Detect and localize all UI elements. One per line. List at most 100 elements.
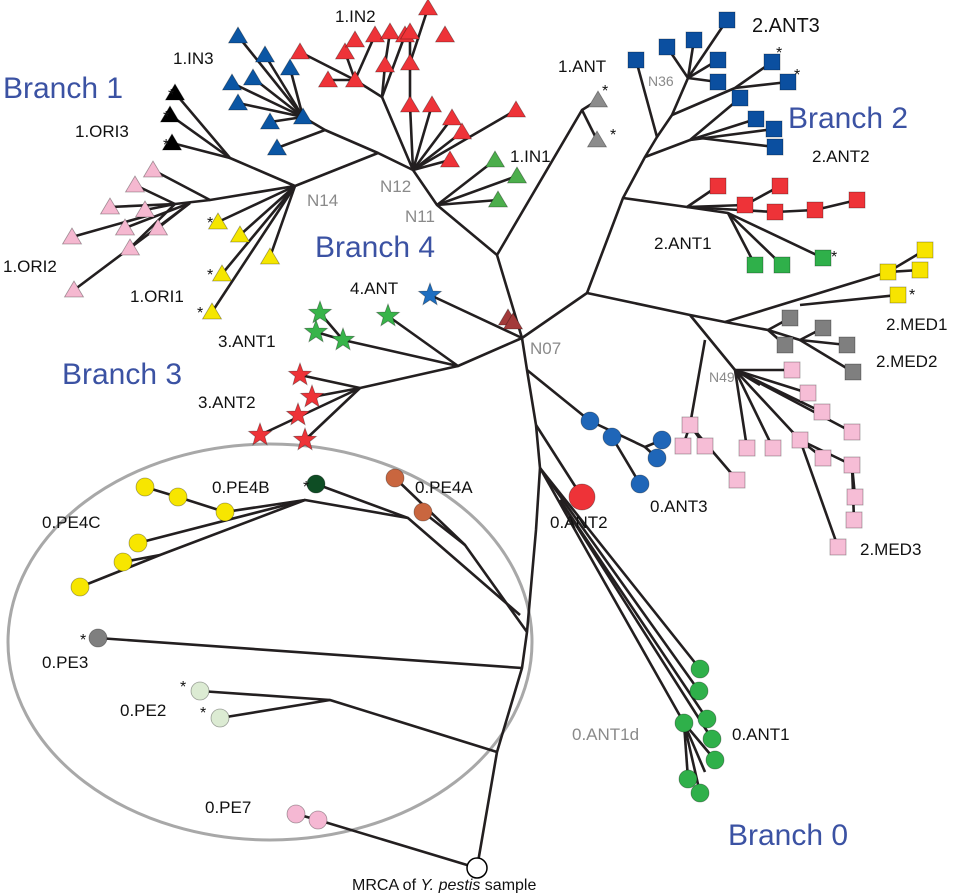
tree-edge: [171, 141, 231, 160]
tip-square-ant2_2: [736, 196, 754, 214]
tip-square-med2: [781, 309, 799, 327]
tree-edge: [412, 108, 517, 172]
tree-edge: [734, 80, 789, 90]
tip-triangle-in2: [399, 22, 421, 40]
tip-triangle-in3: [227, 26, 249, 44]
tip-triangle-in3: [259, 112, 281, 130]
tip-square-ant3_2: [763, 53, 781, 71]
label-0-pe4b: 0.PE4B: [212, 478, 270, 497]
tree-edge: [217, 184, 296, 224]
asterisk-mark: *: [794, 67, 800, 84]
tree-edge: [315, 482, 521, 616]
tree-edge: [699, 136, 776, 149]
label-0-ant1: 0.ANT1: [732, 725, 790, 744]
tip-square-med2: [838, 336, 856, 354]
tip-triangle-in2: [334, 42, 356, 60]
tree-edge: [475, 337, 542, 869]
tree-edge: [353, 34, 377, 81]
asterisk-mark: *: [163, 137, 169, 154]
tip-square-ant3_2: [718, 11, 736, 29]
tree-edge: [210, 185, 297, 313]
tree-edge: [411, 104, 434, 171]
tip-square-ant3_2: [658, 38, 676, 56]
tip-triangle-in3: [242, 68, 264, 86]
tip-triangle-ori2: [63, 280, 85, 298]
asterisks: ****************: [80, 45, 915, 722]
tip-square-med3: [728, 471, 746, 489]
tip-star-ant2_3: [299, 383, 325, 408]
tree-edge: [436, 198, 499, 207]
tip-square-med3: [696, 437, 714, 455]
node-n07: N07: [530, 339, 561, 358]
tree-edge: [682, 722, 702, 794]
asterisk-mark: *: [200, 705, 206, 722]
tip-square-ant3_2: [685, 31, 703, 49]
tree-edge: [622, 184, 719, 209]
label-1-in3: 1.IN3: [173, 49, 214, 68]
label-2-ant3: 2.ANT3: [752, 15, 820, 37]
tip-triangle-ori3: [159, 105, 181, 123]
asterisk-mark: *: [207, 215, 213, 232]
tree-edge: [231, 81, 304, 119]
tip-square-ant3_2: [709, 73, 727, 91]
tree-edge: [387, 314, 459, 368]
tip-circle-pe4c: [215, 502, 235, 522]
asterisk-mark: *: [831, 249, 837, 266]
tip-square-ant3_2: [709, 51, 727, 69]
tip-triangle-in2: [421, 95, 443, 113]
node-n11: N11: [405, 207, 435, 226]
label-1-ori3: 1.ORI3: [75, 122, 129, 141]
tip-circle-ant2_0: [568, 483, 596, 511]
label-0-pe4a: 0.PE4A: [415, 478, 473, 497]
asterisk-mark: *: [602, 83, 608, 100]
tree-edge: [220, 185, 297, 275]
tree-edge: [580, 109, 599, 141]
caption-suffix: sample: [480, 877, 536, 893]
tree-edge: [299, 50, 356, 82]
tree-edge: [236, 35, 305, 118]
label-3-ant2: 3.ANT2: [198, 393, 256, 412]
tip-star-ant1_3: [307, 299, 333, 324]
tree-edge: [610, 436, 642, 485]
tip-circle-pe2: [210, 708, 230, 728]
tip-triangle-in3: [266, 138, 288, 156]
tree-edge: [798, 439, 840, 548]
mrca-caption: MRCA of Y. pestis sample: [352, 877, 536, 893]
tree-edge: [304, 387, 361, 441]
tree-edge: [558, 499, 714, 740]
pestoides-ellipse: [6, 442, 534, 842]
tip-triangle-in2: [344, 30, 366, 48]
branch-1-label: Branch 1: [3, 72, 123, 105]
tip-triangle-in2: [399, 95, 421, 113]
tree-edge: [686, 198, 858, 214]
tip-square-med3: [829, 538, 847, 556]
tree-edge: [538, 467, 686, 724]
tip-circle-pe4a: [413, 502, 433, 522]
tree-edge: [436, 158, 496, 207]
tip-triangle-ori2: [142, 160, 164, 178]
tree-edge: [239, 185, 296, 236]
asterisk-mark: *: [168, 87, 174, 104]
tree-edge: [734, 368, 809, 395]
tip-circle-pe2: [190, 681, 210, 701]
tip-triangle-ori2: [99, 197, 121, 215]
tip-triangle-in2: [417, 0, 439, 16]
tree-edge: [521, 77, 690, 340]
tip-circle-ant3_0: [652, 430, 672, 450]
tree-tips: [61, 0, 934, 879]
tip-triangle-in1: [506, 166, 528, 184]
tip-triangle-in2: [441, 108, 463, 126]
caption-italic: Y. pestis: [420, 877, 480, 893]
label-0-ant3: 0.ANT3: [650, 497, 708, 516]
tip-star-ant2_3: [285, 401, 311, 426]
tree-edge: [380, 31, 415, 171]
tip-square-med1: [916, 241, 934, 259]
tip-circle-ant1_0: [697, 709, 717, 729]
tip-star-ant2_3: [292, 426, 318, 451]
tip-triangle-ori2: [134, 200, 156, 218]
tree-edge: [263, 54, 305, 118]
tree-edge: [97, 636, 523, 670]
tree-edge: [726, 212, 757, 266]
tip-circle-pe4c: [113, 552, 133, 572]
tip-triangle-ori3: [161, 133, 183, 151]
